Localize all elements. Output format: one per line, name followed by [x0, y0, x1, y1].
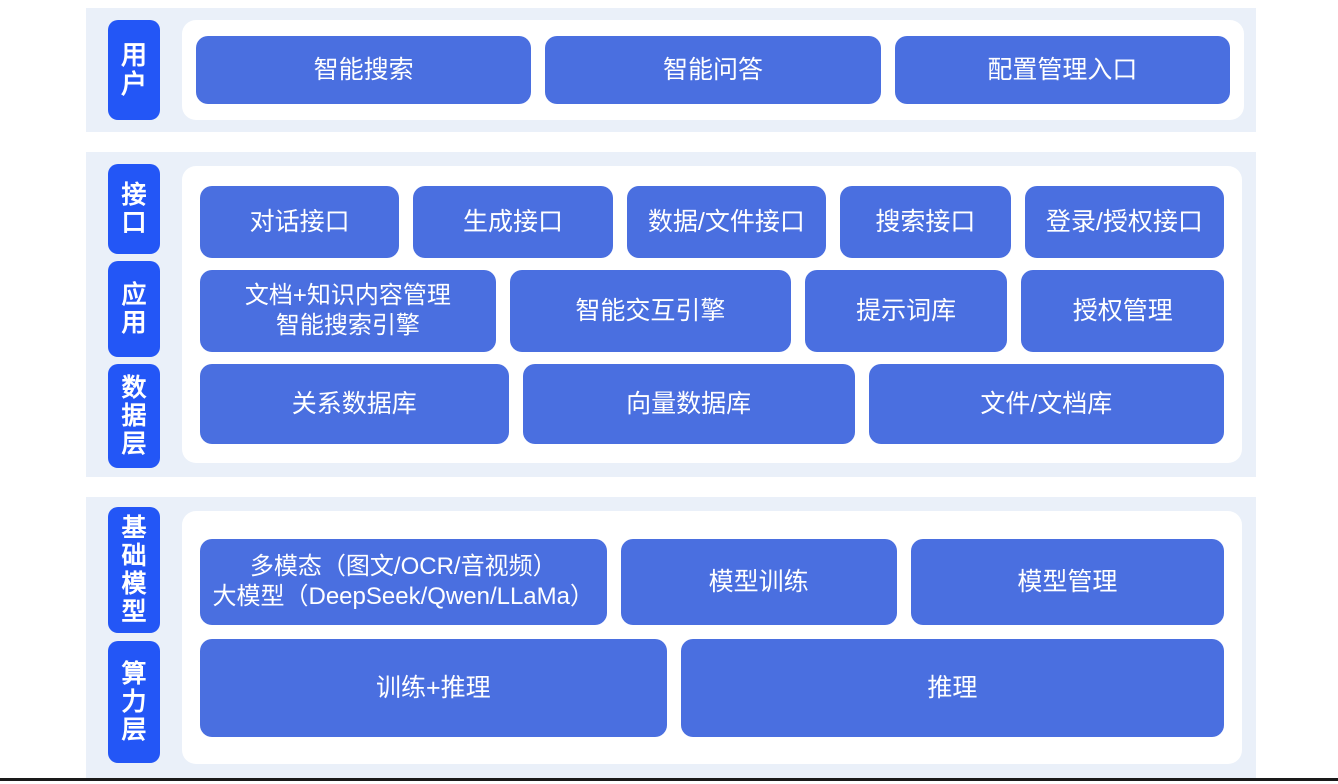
layer-tab-user-char-1: 户: [120, 69, 147, 99]
node-inference[interactable]: 推理: [680, 638, 1224, 737]
section-middle-panel: 对话接口 生成接口 数据/文件接口 搜索接口 登录/授权接口 文档+知识内容管理…: [182, 166, 1242, 463]
node-generation-api[interactable]: 生成接口: [413, 185, 613, 258]
layer-tab-data-layer-char-0: 数: [121, 374, 147, 402]
row-interface-apis: 对话接口 生成接口 数据/文件接口 搜索接口 登录/授权接口: [200, 185, 1225, 258]
row-model: 多模态（图文/OCR/音视频） 大模型（DeepSeek/Qwen/LLaMa）…: [200, 538, 1224, 625]
row-user-entries: 智能搜索 智能问答 配置管理入口: [196, 36, 1230, 104]
node-dialog-api[interactable]: 对话接口: [200, 185, 400, 258]
node-file-document-store[interactable]: 文件/文档库: [868, 363, 1224, 444]
node-doc-knowledge-search[interactable]: 文档+知识内容管理 智能搜索引擎: [200, 269, 496, 352]
layer-tab-data-layer-char-1: 据: [121, 402, 147, 430]
layer-tab-compute-layer[interactable]: 算 力 层: [108, 641, 160, 763]
layer-tab-foundation-model-char-0: 基: [121, 514, 147, 542]
node-smart-qa[interactable]: 智能问答: [545, 36, 881, 104]
layer-tab-data-layer-char-2: 层: [121, 430, 147, 458]
layer-tab-application-char-1: 用: [121, 309, 147, 337]
section-middle-tabs: 接 口 应 用 数 据 层: [86, 152, 182, 477]
layer-tab-compute-layer-char-1: 力: [121, 688, 147, 716]
node-config-management-entry[interactable]: 配置管理入口: [894, 36, 1230, 104]
layer-tab-user-char-0: 用: [120, 39, 147, 70]
node-vector-database[interactable]: 向量数据库: [522, 363, 855, 444]
node-authorization-management[interactable]: 授权管理: [1021, 269, 1224, 352]
node-training-inference[interactable]: 训练+推理: [200, 638, 667, 737]
section-user-tabs: 用 户: [86, 8, 182, 132]
bottom-rule: [0, 778, 1338, 781]
layer-tab-data-layer[interactable]: 数 据 层: [108, 364, 160, 468]
node-data-file-api[interactable]: 数据/文件接口: [626, 185, 827, 258]
layer-tab-compute-layer-char-0: 算: [121, 660, 147, 688]
layer-tab-interface-char-0: 接: [121, 181, 147, 209]
section-user: 用 户 智能搜索 智能问答 配置管理入口: [86, 8, 1256, 132]
section-bottom-tabs: 基 础 模 型 算 力 层: [86, 497, 182, 778]
section-user-panel: 智能搜索 智能问答 配置管理入口: [182, 20, 1244, 120]
node-relational-database[interactable]: 关系数据库: [200, 363, 509, 444]
layer-tab-foundation-model[interactable]: 基 础 模 型: [108, 507, 160, 633]
row-compute: 训练+推理 推理: [200, 638, 1224, 737]
node-smart-interaction-engine[interactable]: 智能交互引擎: [509, 269, 791, 352]
section-bottom-panel: 多模态（图文/OCR/音视频） 大模型（DeepSeek/Qwen/LLaMa）…: [182, 511, 1242, 764]
node-model-management[interactable]: 模型管理: [910, 538, 1224, 625]
node-search-api[interactable]: 搜索接口: [840, 185, 1011, 258]
node-multimodal-llm[interactable]: 多模态（图文/OCR/音视频） 大模型（DeepSeek/Qwen/LLaMa）: [200, 538, 607, 625]
layer-tab-foundation-model-char-1: 础: [121, 542, 147, 570]
layer-tab-user[interactable]: 用 户: [108, 20, 160, 120]
node-prompt-library[interactable]: 提示词库: [804, 269, 1008, 352]
node-smart-search[interactable]: 智能搜索: [196, 36, 532, 104]
layer-tab-foundation-model-char-2: 模: [121, 570, 147, 598]
layer-tab-interface[interactable]: 接 口: [108, 164, 160, 254]
node-login-auth-api[interactable]: 登录/授权接口: [1024, 185, 1225, 258]
layer-tab-application[interactable]: 应 用: [108, 261, 160, 357]
layer-tab-foundation-model-char-3: 型: [121, 598, 147, 626]
layer-tab-application-char-0: 应: [121, 281, 147, 309]
row-application-modules: 文档+知识内容管理 智能搜索引擎 智能交互引擎 提示词库 授权管理: [200, 269, 1224, 352]
row-data-stores: 关系数据库 向量数据库 文件/文档库: [200, 363, 1224, 444]
layer-tab-compute-layer-char-2: 层: [121, 716, 147, 744]
section-middle: 接 口 应 用 数 据 层 对话接口 生成接口 数据/文件接口 搜索接口 登录/…: [86, 152, 1256, 477]
node-model-training[interactable]: 模型训练: [620, 538, 897, 625]
layer-tab-interface-char-1: 口: [121, 209, 147, 237]
section-bottom: 基 础 模 型 算 力 层 多模态（图文/OCR/音视频） 大模型（DeepSe…: [86, 497, 1256, 778]
